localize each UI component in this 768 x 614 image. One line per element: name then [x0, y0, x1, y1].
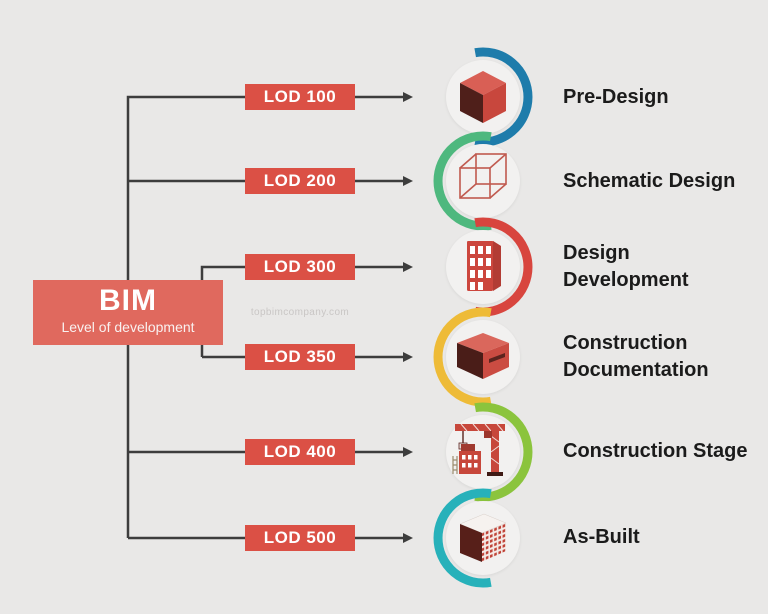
crane-icon: [452, 423, 505, 476]
bim-subtitle: Level of development: [61, 319, 195, 335]
lod-label-100: LOD 100: [245, 84, 355, 110]
progress-arc: [474, 402, 533, 502]
icon-unit-lod500: [433, 488, 533, 588]
progress-arc: [433, 307, 492, 407]
arrowhead-icon: [403, 352, 413, 362]
lod-label-300: LOD 300: [245, 254, 355, 280]
icon-circle: [446, 144, 520, 218]
arrowhead-icon: [403, 533, 413, 543]
bim-title: BIM: [99, 284, 157, 317]
lod-label-200: LOD 200: [245, 168, 355, 194]
icon-unit-lod200: [433, 131, 533, 231]
progress-arc: [433, 131, 492, 231]
building-icon: [467, 241, 501, 291]
solid-cube-icon: [460, 71, 506, 123]
arrowhead-icon: [403, 176, 413, 186]
wireframe-cube-icon: [459, 153, 507, 199]
arrowhead-icon: [403, 447, 413, 457]
stage-label-construction-documentation: Construction Documentation: [563, 332, 709, 381]
icon-unit-lod300: [433, 217, 533, 317]
stage-label-construction-stage: Construction Stage: [563, 440, 748, 462]
watermark-text: topbimcompany.com: [250, 307, 350, 318]
arrowhead-icon: [403, 262, 413, 272]
tree-branch-lines: [126, 95, 403, 540]
textured-building-icon: [459, 513, 507, 562]
lod-label-500: LOD 500: [245, 525, 355, 551]
stage-label-schematic-design: Schematic Design: [563, 170, 736, 192]
arrowhead-icon: [403, 92, 413, 102]
bim-root-box: BIM Level of development: [33, 280, 223, 345]
icon-unit-lod400: [433, 402, 533, 502]
progress-arc: [474, 47, 533, 147]
stage-label-design-development: Design Development: [563, 242, 689, 291]
icon-unit-lod350: [433, 307, 533, 407]
lod-label-400: LOD 400: [245, 439, 355, 465]
container-box-icon: [457, 333, 509, 379]
progress-arc: [474, 217, 533, 317]
stage-label-as-built: As-Built: [563, 526, 640, 548]
stage-label-pre-design: Pre-Design: [563, 86, 669, 108]
icon-unit-lod100: [433, 47, 533, 147]
progress-arc: [433, 488, 492, 588]
lod-label-350: LOD 350: [245, 344, 355, 370]
